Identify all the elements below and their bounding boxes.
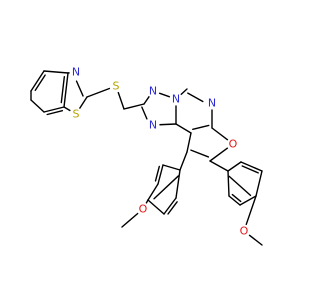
bond-c9a-c8 <box>175 123 192 134</box>
svg-text:N: N <box>208 97 216 110</box>
svg-text:N: N <box>72 66 80 79</box>
bond-n1-nb <box>157 92 172 98</box>
svg-text:O: O <box>240 225 249 238</box>
double-bond-a2-a3 <box>154 165 161 182</box>
atom-o-methoxy-right: O <box>237 224 251 238</box>
bond-c8f-c9a <box>186 132 192 153</box>
svg-text:S: S <box>113 80 120 93</box>
bond-s_btz-c2 <box>78 96 88 110</box>
bond-d4-o2 <box>245 195 257 227</box>
double-bond-a5-a6 <box>167 201 178 215</box>
atom-n-triazole-2: N <box>169 92 183 106</box>
bond-d6-d1 <box>227 170 230 197</box>
bond-b4-b5 <box>43 106 65 113</box>
double-bond-ch_pym-n_pym <box>187 92 204 103</box>
svg-text:N: N <box>149 119 157 132</box>
bond-a5-a6 <box>163 197 177 215</box>
atom-s-thioether: S <box>109 79 123 93</box>
bond-d2-d3 <box>240 161 263 172</box>
bond-o2-me2 <box>248 233 263 246</box>
atom-o-furan: O <box>226 137 240 151</box>
double-bond-n_btz-c2 <box>75 80 84 97</box>
svg-text:O: O <box>139 203 148 216</box>
bond-c_tz-n1 <box>143 95 151 105</box>
double-bond-b5-b4 <box>46 110 64 116</box>
bond-b2-b3 <box>43 70 69 74</box>
double-bond-d5-d6 <box>231 193 242 203</box>
bond-d3-d4 <box>255 170 263 197</box>
double-bond-a4-a1 <box>153 175 180 200</box>
atom-o-methoxy-left: O <box>136 202 150 216</box>
bond-a4-a5 <box>147 199 165 215</box>
bond-c8f-a1 <box>179 151 188 171</box>
svg-text:S: S <box>73 108 80 121</box>
bond-d5-d6 <box>228 195 241 206</box>
bond-d4-d5 <box>239 195 257 206</box>
atom-n-pyrimidine: N <box>205 96 219 110</box>
double-bond-c3a-c9a <box>192 124 210 130</box>
bond-s_thio-ch2 <box>117 90 125 110</box>
double-bond-d2-d3 <box>241 165 259 174</box>
atom-n-triazole-3: N <box>146 118 160 132</box>
bond-ch2-c_tz <box>123 103 145 110</box>
svg-text:N: N <box>149 85 157 98</box>
bond-c2-s_thio <box>86 87 112 98</box>
svg-text:O: O <box>229 138 238 151</box>
atom-s-benzothiazole: S <box>69 107 83 121</box>
double-bond-d1-d4 <box>228 175 252 197</box>
bond-o_fur-c7 <box>209 146 229 162</box>
bond-d1-d2 <box>227 161 242 172</box>
svg-text:N: N <box>172 93 180 106</box>
bond-a1-a2 <box>162 164 181 171</box>
bond-c7-d1 <box>209 160 229 172</box>
double-bond-b3-b4 <box>60 76 66 104</box>
bond-layer <box>30 70 263 246</box>
bond-c8-n2 <box>158 123 177 126</box>
bond-a4-o1 <box>145 199 149 205</box>
bond-b3-b4 <box>63 72 69 108</box>
bond-a6-a1 <box>175 169 181 199</box>
atom-label-layer: N S S N N N N O <box>69 65 251 238</box>
bond-b1-b2 <box>30 70 45 92</box>
bond-o1-me1 <box>121 212 140 228</box>
double-bond-c7-c8f <box>190 149 210 158</box>
molecule-structure-diagram: N S S N N N N O <box>30 65 263 246</box>
atom-n-triazole-1: N <box>146 84 160 98</box>
bond-a2-a3 <box>157 164 164 185</box>
bond-c3a-o_fur <box>211 127 229 142</box>
atom-n-benzothiazole: N <box>69 65 83 79</box>
double-bond-c_tz-n2 <box>141 106 148 120</box>
bond-nb-ch_pym <box>179 88 188 96</box>
double-bond-b1-b2 <box>34 74 46 92</box>
bond-a3-a4 <box>147 183 159 201</box>
bond-b5-b6 <box>30 99 45 113</box>
bond-b4-s_btz <box>63 106 72 112</box>
